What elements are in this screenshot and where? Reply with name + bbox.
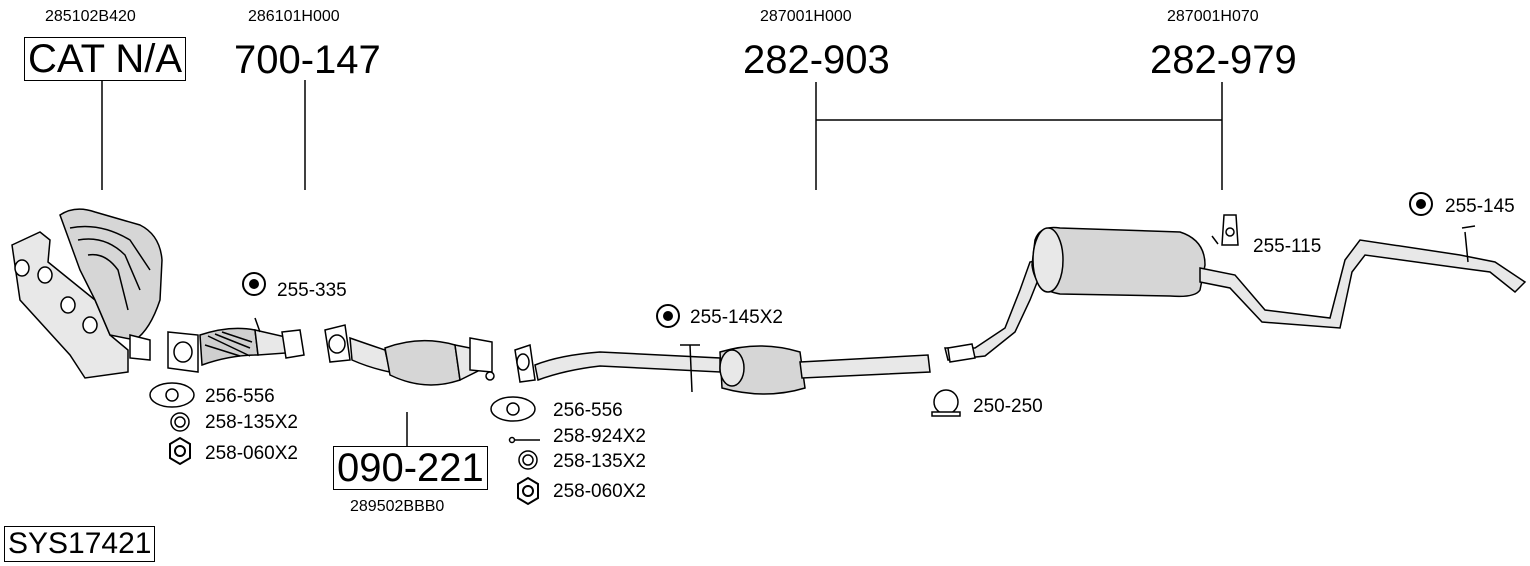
- bolt-icon: [508, 436, 540, 444]
- rubber-mount-icon: [242, 272, 266, 296]
- part-number-catalyst: 090-221: [333, 446, 488, 490]
- nut-icon: [169, 436, 191, 466]
- label-rubber-mount-2: 255-145X2: [690, 307, 783, 328]
- clamp-icon: [931, 389, 961, 417]
- oem-number-rear-silencer: 287001H070: [1167, 8, 1259, 25]
- label-rubber-mount-4: 255-145: [1445, 196, 1515, 217]
- ring-icon: [170, 412, 190, 432]
- label-gasket-2: 256-556: [553, 400, 623, 421]
- oem-number-catalyst: 289502BBB0: [350, 498, 445, 515]
- flex-pipe-drawing: [167, 317, 305, 373]
- label-nut-1: 258-060X2: [205, 443, 298, 464]
- nut-icon: [517, 476, 539, 506]
- label-rubber-mount-1: 255-335: [277, 280, 347, 301]
- part-number-manifold: CAT N/A: [24, 37, 187, 81]
- rubber-mount-icon: [656, 304, 680, 328]
- gasket-icon: [490, 396, 536, 422]
- rear-silencer-drawing: [944, 225, 1527, 363]
- label-ring-2: 258-135X2: [553, 451, 646, 472]
- manifold-drawing: [11, 208, 163, 379]
- oem-number-manifold: 285102B420: [45, 8, 136, 25]
- label-rubber-mount-3: 255-115: [1253, 236, 1322, 257]
- hanger-bracket-icon: [1221, 214, 1239, 246]
- label-ring-1: 258-135X2: [205, 412, 298, 433]
- label-clamp: 250-250: [973, 396, 1043, 417]
- part-number-front-silencer: 282-903: [743, 38, 890, 82]
- label-gasket-1: 256-556: [205, 386, 275, 407]
- rubber-mount-icon: [1409, 192, 1433, 216]
- catalyst-drawing: [324, 324, 495, 386]
- label-bolt-2: 258-924X2: [553, 426, 646, 447]
- system-code: SYS17421: [4, 526, 156, 562]
- gasket-icon: [149, 382, 195, 408]
- part-number-flex-pipe: 700-147: [234, 38, 381, 82]
- front-silencer-drawing: [514, 344, 931, 395]
- label-nut-2: 258-060X2: [553, 481, 646, 502]
- part-number-rear-silencer: 282-979: [1150, 38, 1297, 82]
- ring-icon: [518, 450, 538, 470]
- oem-number-flex-pipe: 286101H000: [248, 8, 340, 25]
- oem-number-front-silencer: 287001H000: [760, 8, 852, 25]
